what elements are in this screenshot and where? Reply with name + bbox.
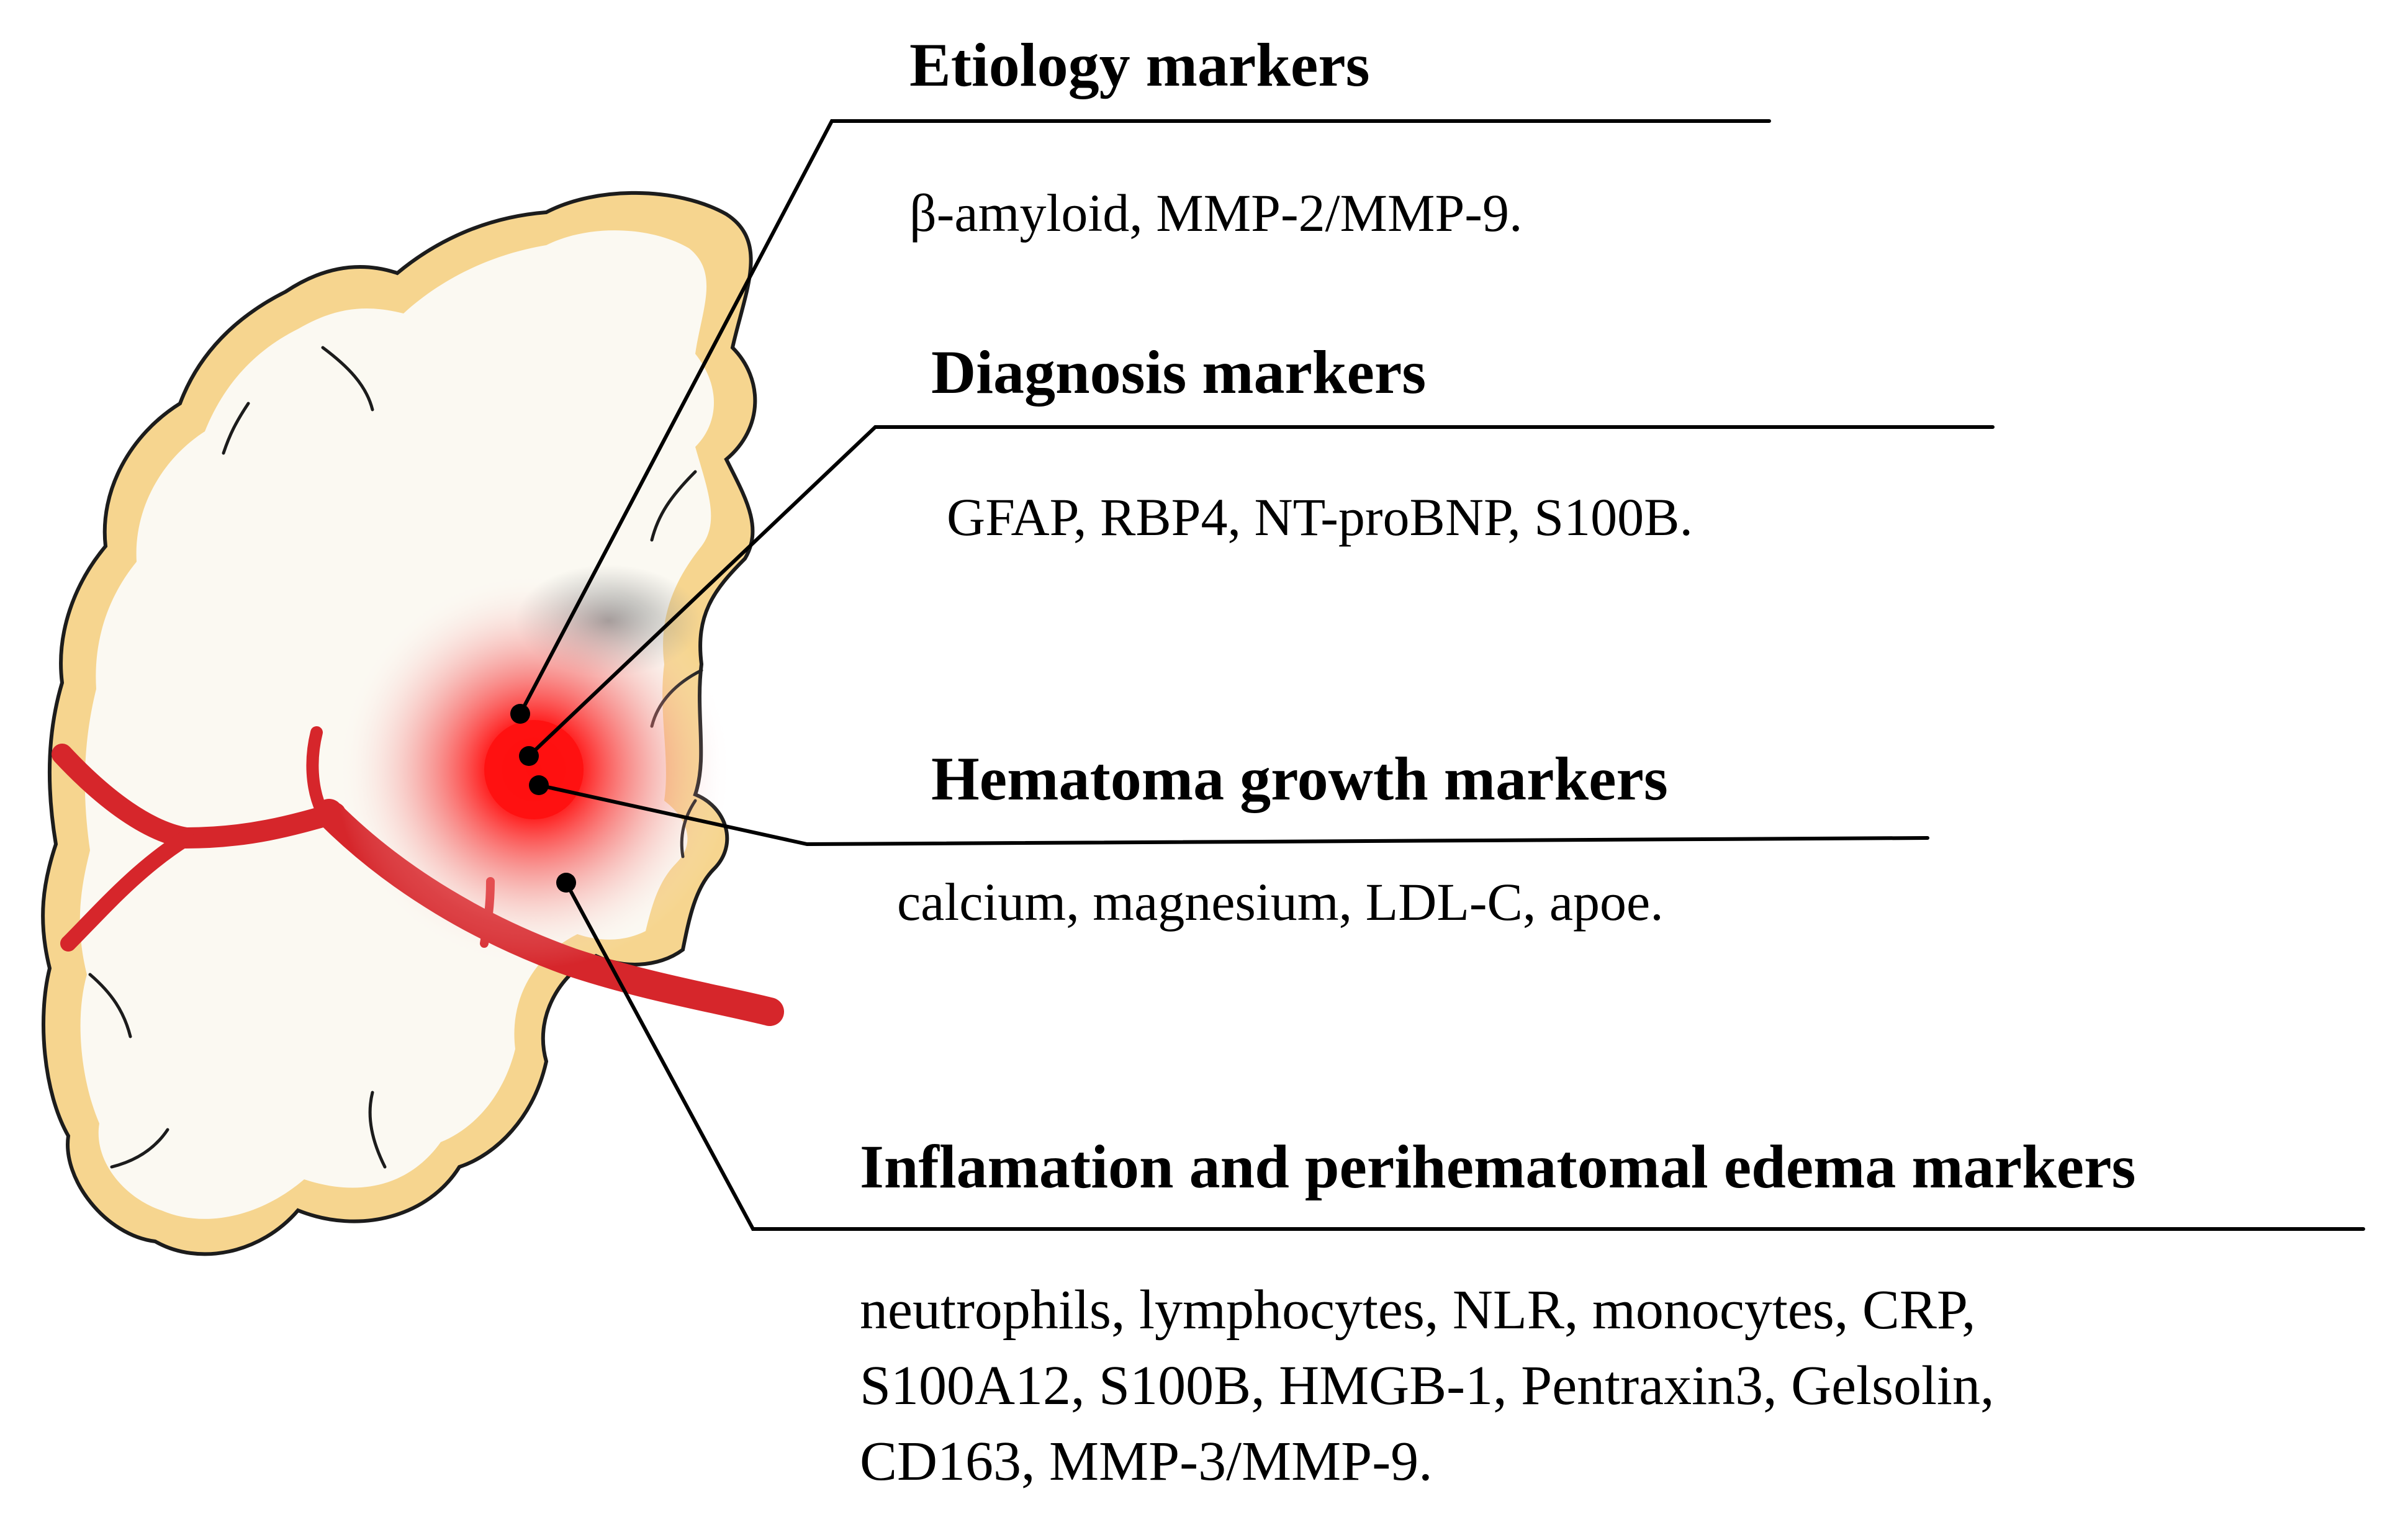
- diagnosis-markers: GFAP, RBP4, NT-proBNP, S100B.: [947, 487, 1693, 547]
- etiology-title: Etiology markers: [909, 30, 1370, 99]
- etiology-markers: β-amyloid, MMP-2/MMP-9.: [909, 183, 1523, 243]
- diagnosis-leader: [527, 425, 1995, 758]
- inflammation-title: Inflamation and perihematomal edema mark…: [860, 1132, 2136, 1201]
- inflammation-dot: [556, 873, 576, 893]
- leader-lines: [518, 119, 2365, 1231]
- inflammation-markers: neutrophils, lymphocytes, NLR, monocytes…: [860, 1272, 1995, 1500]
- hematoma-core: [484, 720, 584, 819]
- leader-dots: [510, 704, 576, 893]
- inflammation-markers-line: CD163, MMP-3/MMP-9.: [860, 1431, 1433, 1492]
- etiology-dot: [510, 704, 530, 724]
- diagnosis-dot: [519, 746, 539, 766]
- etiology-leader: [518, 119, 1771, 716]
- hematoma-growth-title: Hematoma growth markers: [931, 744, 1668, 813]
- hematoma-growth-markers: calcium, magnesium, LDL-C, apoe.: [897, 872, 1664, 932]
- inflammation-markers-line: neutrophils, lymphocytes, NLR, monocytes…: [860, 1279, 1976, 1341]
- diagnosis-title: Diagnosis markers: [931, 338, 1427, 407]
- hematoma-growth-leader: [537, 783, 1929, 847]
- inflammation-leader: [564, 881, 2365, 1231]
- hematoma-growth-dot: [529, 775, 549, 795]
- inflammation-markers-line: S100A12, S100B, HMGB-1, Pentraxin3, Gels…: [860, 1355, 1995, 1416]
